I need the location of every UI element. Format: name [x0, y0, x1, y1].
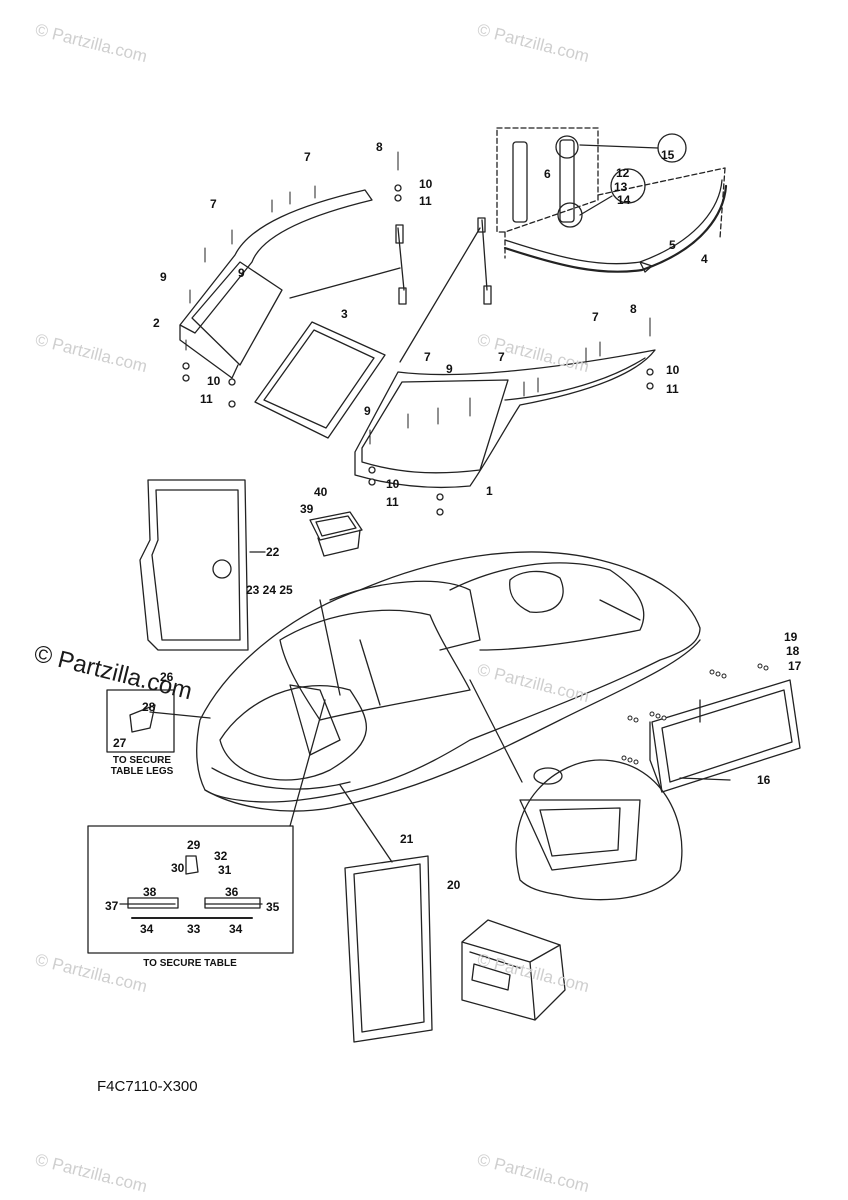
- part-label: 32: [214, 849, 228, 863]
- hatch-cover-22: [139, 479, 266, 651]
- detail-hinge-box: [496, 127, 726, 259]
- part-label: 15: [661, 148, 675, 162]
- part-label: 6: [544, 167, 551, 181]
- caption-table-legs-line1: TO SECURE: [112, 755, 172, 766]
- part-label: 7: [304, 150, 311, 164]
- hinge-6: [512, 135, 583, 228]
- part-label: 35: [266, 900, 280, 914]
- gas-strut-right: [477, 217, 492, 305]
- part-label: 39: [300, 502, 314, 516]
- trim-strip-4: [503, 179, 728, 273]
- part-label: 5: [669, 238, 676, 252]
- part-label: 11: [666, 382, 679, 396]
- part-label: 38: [143, 885, 157, 899]
- part-label: 20: [447, 878, 461, 892]
- part-label: 21: [400, 832, 414, 846]
- part-label: 33: [187, 922, 201, 936]
- part-label: 9: [238, 266, 245, 280]
- part-label: 4: [701, 252, 708, 266]
- part-label: 10: [386, 477, 400, 491]
- part-label: 18: [786, 644, 800, 658]
- nuts-washers: [182, 184, 654, 516]
- part-label: 1: [486, 484, 493, 498]
- part-label: 34: [140, 922, 154, 936]
- table-legs-box: [106, 689, 211, 753]
- part-label: 8: [376, 140, 383, 154]
- secure-table-box: [87, 699, 326, 954]
- gas-strut-left: [395, 224, 407, 305]
- storage-compartment-detail: [469, 679, 731, 901]
- windshield-right-panel: [354, 349, 656, 488]
- part-label: 30: [171, 861, 185, 875]
- figure-code: F4C7110-X300: [97, 1078, 198, 1095]
- part-label: 26: [160, 670, 174, 684]
- part-label: 9: [364, 404, 371, 418]
- part-label: 27: [113, 736, 127, 750]
- part-label: 7: [424, 350, 431, 364]
- part-label: 36: [225, 885, 239, 899]
- part-label: 2: [153, 316, 160, 330]
- part-label: 10: [666, 363, 680, 377]
- part-label: 3: [341, 307, 348, 321]
- part-label: 11: [419, 194, 432, 208]
- part-label: 8: [630, 302, 637, 316]
- part-label: 22: [266, 545, 280, 559]
- windshield-left-panel: [179, 189, 373, 379]
- storage-tray-39: [309, 511, 363, 557]
- part-label: 37: [105, 899, 119, 913]
- part-label: 17: [788, 659, 802, 673]
- part-label: 31: [218, 863, 232, 877]
- part-label: 29: [187, 838, 201, 852]
- part-label: 7: [498, 350, 505, 364]
- part-label: 28: [142, 700, 156, 714]
- part-label: 9: [160, 270, 167, 284]
- circle-detail-12-14: [579, 168, 646, 216]
- part-label: 12: [616, 166, 630, 180]
- caption-table-legs-line2: TABLE LEGS: [110, 766, 174, 777]
- part-label: 7: [210, 197, 217, 211]
- small-fasteners: [185, 151, 651, 445]
- part-label: 11: [386, 495, 399, 509]
- speaker-screws: [621, 663, 769, 765]
- part-label: 9: [446, 362, 453, 376]
- part-label: 7: [592, 310, 599, 324]
- part-label: 23 24 25: [246, 583, 293, 597]
- part-label: 34: [229, 922, 243, 936]
- boat-hull: [196, 551, 701, 812]
- part-label: 19: [784, 630, 798, 644]
- part-label: 14: [617, 193, 631, 207]
- part-label: 40: [314, 485, 328, 499]
- cooler-bin-20: [461, 919, 566, 1021]
- part-label: 13: [614, 180, 628, 194]
- caption-secure-table: TO SECURE TABLE: [143, 958, 237, 969]
- part-label: 10: [419, 177, 433, 191]
- part-label: 11: [200, 392, 213, 406]
- circle-detail-15: [579, 133, 687, 163]
- speaker-box-16: [649, 679, 801, 793]
- part-label: 10: [207, 374, 221, 388]
- side-window-frame: [254, 321, 386, 439]
- part-label: 16: [757, 773, 771, 787]
- lid-panel: [339, 784, 433, 1043]
